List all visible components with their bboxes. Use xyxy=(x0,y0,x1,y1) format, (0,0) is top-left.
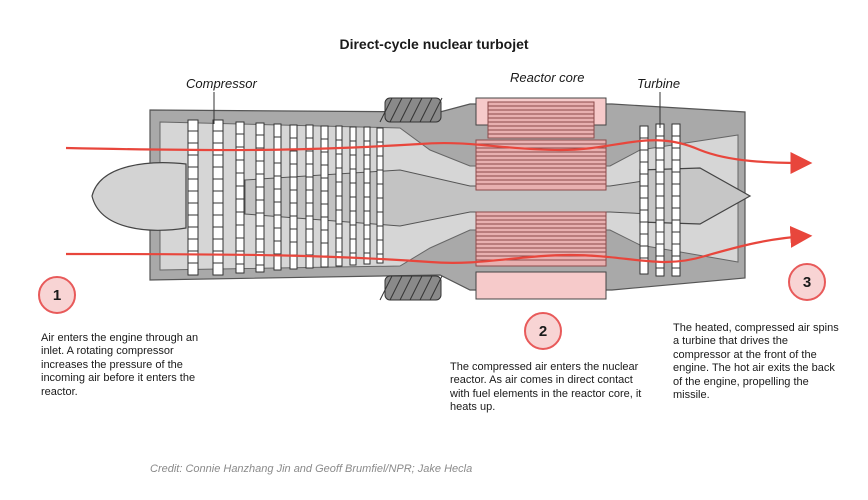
compressor-stages xyxy=(187,119,384,276)
compressor-stage xyxy=(335,125,343,267)
airflow-arrow-top xyxy=(65,139,813,174)
compressor-stage xyxy=(273,123,282,271)
step-1-description: Air enters the engine through an inlet. … xyxy=(41,332,199,398)
compressor-stage xyxy=(235,121,245,274)
compressor-label: Compressor xyxy=(186,76,257,91)
turbine-stage xyxy=(639,125,649,275)
compressor-stage xyxy=(187,119,199,276)
image-credit: Credit: Connie Hanzhang Jin and Geoff Br… xyxy=(150,463,473,475)
mount-bracket-bottom xyxy=(379,275,443,301)
compressor-stage xyxy=(255,122,265,273)
turbine-stage xyxy=(671,123,681,277)
compressor-stage xyxy=(212,119,224,276)
compressor-stage xyxy=(349,126,357,266)
diagram-title: Direct-cycle nuclear turbojet xyxy=(339,36,529,52)
airflow-arrow-bottom xyxy=(65,225,813,264)
compressor-stage xyxy=(305,124,314,269)
turbine-label: Turbine xyxy=(637,76,681,91)
mount-bracket-top xyxy=(379,97,443,123)
compressor-stage xyxy=(363,126,371,265)
step-3-badge: 3 xyxy=(788,263,826,301)
step-2-badge: 2 xyxy=(524,312,562,350)
reactor-core-label: Reactor core xyxy=(510,70,585,85)
compressor-stage xyxy=(376,127,384,264)
turbine-stages xyxy=(639,123,681,277)
compressor-stage xyxy=(320,125,329,268)
step-1-badge: 1 xyxy=(38,276,76,314)
nose-cone xyxy=(91,162,187,231)
step-3-description: The heated, compressed air spins a turbi… xyxy=(673,322,839,402)
compressor-stage xyxy=(289,124,298,270)
step-2-description: The compressed air enters the nuclear re… xyxy=(450,361,642,414)
turbine-stage xyxy=(655,123,665,277)
